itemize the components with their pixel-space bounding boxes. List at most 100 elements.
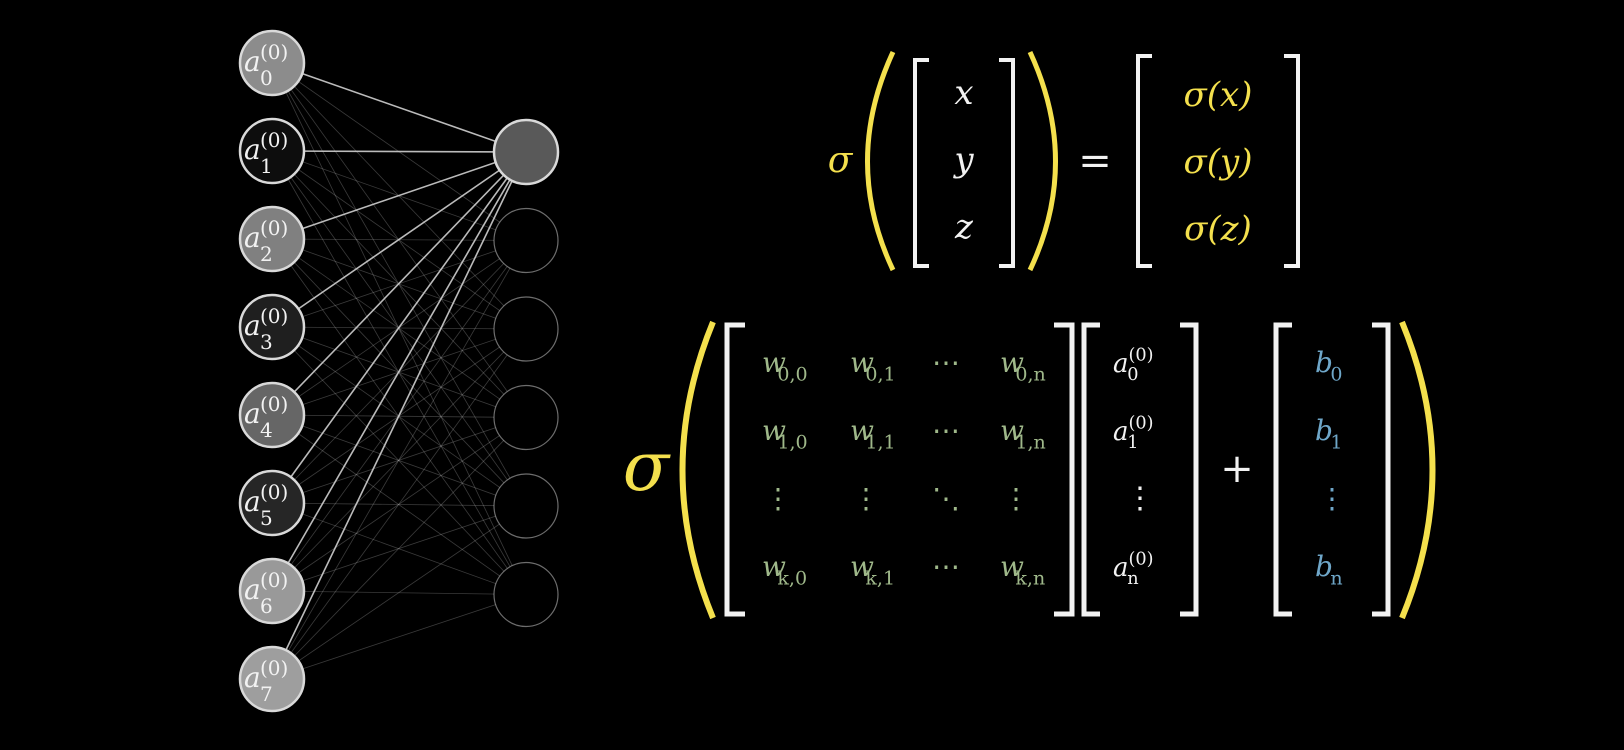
eq2-activation-right-bracket [1180,322,1199,617]
eq1-result-right-bracket [1284,54,1300,268]
input-neuron-subscript-4: 4 [260,418,273,442]
eq2-left-paren [679,320,716,620]
bias-0-text: b [1315,346,1333,379]
bias-3-text: b [1315,550,1333,583]
eq2-bias-left-bracket [1273,322,1292,617]
activation-3-subscript: n [1127,569,1138,589]
output-neuron-4 [493,473,559,539]
input-neuron-label-6: a(0)6 [244,568,288,618]
edge-6-4 [271,505,527,592]
bias-1: b1 [1315,414,1343,453]
weight-3-0-text: w [762,550,786,583]
edge-6-2 [271,328,527,592]
input-neuron-3 [238,293,306,361]
edge-4-5 [271,414,527,595]
eq1-left-paren [865,50,896,272]
input-neuron-1 [238,117,306,185]
bias-3-subscript: n [1330,567,1342,589]
weight-1-3-base: w [1000,414,1024,447]
input-neuron-superscript-6: (0) [260,568,288,592]
input-neuron-label-5: a(0)5 [244,480,288,530]
input-neuron-base-7: a [244,661,261,694]
edge-1-0 [271,150,527,153]
edge-2-3 [271,238,527,418]
input-neuron-superscript-3: (0) [260,304,288,328]
eq2-right-paren [1399,320,1436,620]
input-neuron-label-2: a(0)2 [244,216,288,266]
edge-5-5 [271,502,527,595]
input-neuron-subscript-1: 1 [260,154,273,178]
activation-0-superscript: (0) [1129,345,1154,365]
weight-0-0: w0,0 [762,346,808,385]
activation-0: a(0)0 [1113,345,1154,385]
edge-6-0 [271,151,527,592]
edge-2-4 [271,238,527,507]
weight-1-0: w1,0 [762,414,808,453]
edge-3-4 [271,326,527,507]
edge-1-5 [271,150,527,595]
weight-2-2: ⋱ [932,482,960,515]
edge-7-0 [271,151,527,680]
eq1-vector-z: z [954,207,974,247]
weight-3-1-text: w [850,550,874,583]
input-neuron-superscript-4: (0) [260,392,288,416]
weight-3-3-subscript: k,n [1015,567,1045,589]
eq1-vector-left-bracket [913,58,929,268]
edge-6-5 [271,590,527,595]
edge-1-1 [271,150,527,241]
edge-0-1 [271,62,527,241]
activation-1-base: a [1113,417,1129,447]
edge-7-2 [271,328,527,680]
edge-7-1 [271,240,527,680]
weight-1-0-subscript: 1,0 [777,431,807,453]
bias-0-base: b [1315,346,1333,379]
eq1-result-y: σ(y) [1184,142,1253,182]
output-neuron-1 [493,207,559,274]
weight-3-1: wk,1 [850,550,895,589]
eq1-vector-right-bracket [999,58,1015,268]
input-neuron-7 [238,645,306,713]
edge-7-5 [271,594,527,680]
activation-3-superscript: (0) [1129,549,1154,569]
eq2-activation-left-bracket [1081,322,1100,617]
weight-0-1: w0,1 [850,346,896,385]
activation-3-text: a(0) [1113,549,1154,583]
edge-0-0 [271,62,527,153]
edge-4-2 [271,328,527,416]
edge-7-3 [271,417,527,680]
eq2-weight-right-bracket [1054,322,1075,617]
edge-2-5 [271,238,527,595]
input-neuron-base-3: a [244,309,261,342]
weight-1-2: ⋯ [932,414,960,447]
input-neuron-base-5: a [244,485,261,518]
edge-4-1 [271,240,527,416]
input-neuron-base-2: a [244,221,261,254]
edge-1-2 [271,150,527,330]
input-neuron-2 [238,205,306,273]
weight-0-1-base: w [850,346,874,379]
activation-vector: a(0)0a(0)1⋮a(0)n [1113,345,1155,589]
input-neuron-superscript-7: (0) [260,656,288,680]
input-neuron-label-4: a(0)4 [244,392,288,442]
activation-1-text: a(0) [1113,413,1154,447]
weight-1-1: w1,1 [850,414,896,453]
input-neuron-label-3: a(0)3 [244,304,288,354]
weight-0-3-text: w [1000,346,1024,379]
weight-1-3-subscript: 1,n [1015,431,1045,453]
bias-2: ⋮ [1318,482,1346,515]
bias-0: b0 [1315,346,1343,385]
weight-3-3-text: w [1000,550,1024,583]
eq1-result-x: σ(x) [1184,75,1253,115]
edge-5-3 [271,417,527,504]
weight-1-1-text: w [850,414,874,447]
weight-0-2: ⋯ [932,346,960,379]
weight-0-1-text: w [850,346,874,379]
weight-1-0-text: w [762,414,786,447]
edge-3-3 [271,326,527,418]
activation-1-subscript: 1 [1127,433,1138,453]
edge-0-3 [271,62,527,418]
bias-3-base: b [1315,550,1333,583]
edge-0-2 [271,62,527,330]
